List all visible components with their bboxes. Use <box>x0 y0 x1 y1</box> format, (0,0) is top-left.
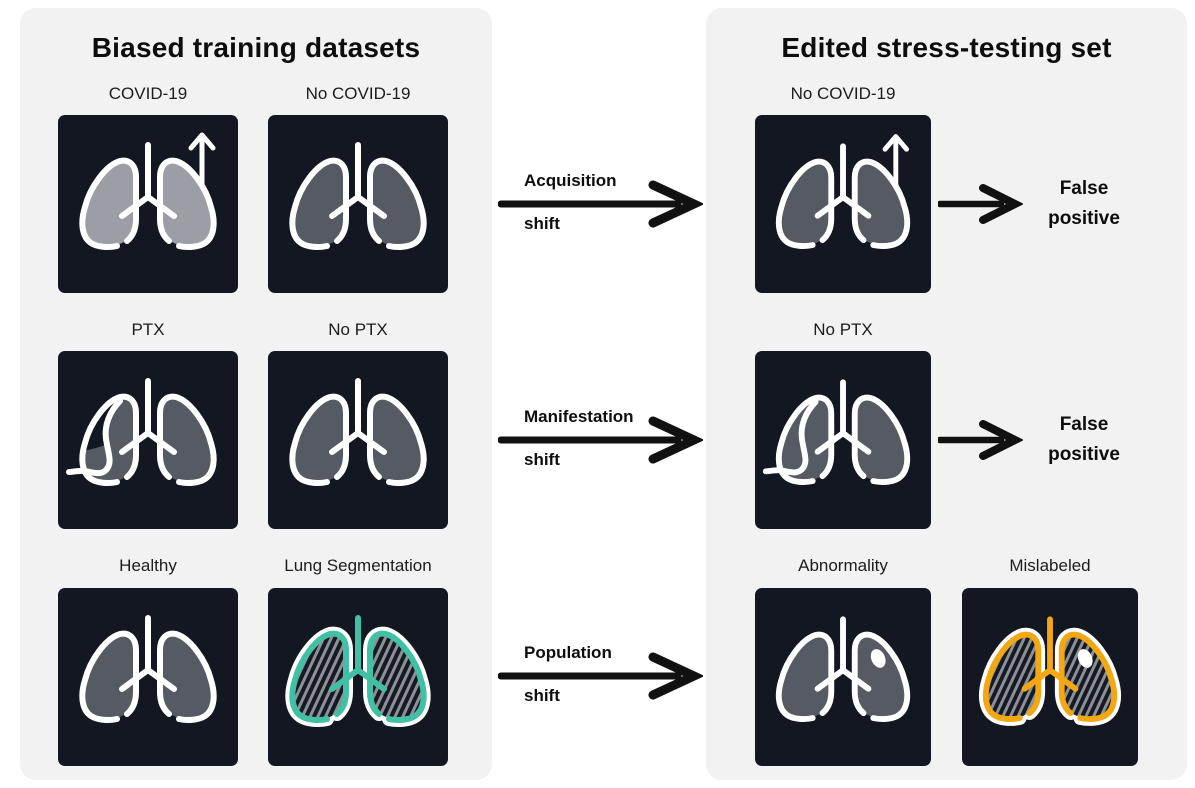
xray-tile-no-ptx <box>268 351 448 529</box>
shift-label-line1: Manifestation <box>524 407 634 426</box>
right-arrow-icon <box>498 652 703 700</box>
tile-label-ptx: PTX <box>131 320 165 339</box>
xray-tile-no-ptx-edited <box>755 351 931 529</box>
xray-tile-abnormality <box>755 588 931 766</box>
outcome-label-false-positive: False positive <box>1048 414 1120 466</box>
shift-label-line2: shift <box>524 450 560 469</box>
tile-label-no-covid19: No COVID-19 <box>305 84 411 103</box>
stress-panel-title: Edited stress-testing set <box>781 32 1112 63</box>
right-arrow-icon <box>938 420 1023 460</box>
shift-label-line2: shift <box>524 214 560 233</box>
xray-tile-no-covid19-edited <box>755 115 931 293</box>
tile-label-healthy: Healthy <box>119 556 177 575</box>
shift-label-line1: Acquisition <box>524 171 617 190</box>
shift-label-line1: Population <box>524 643 612 662</box>
xray-tile-no-covid19 <box>268 115 448 293</box>
shift-label-line2: shift <box>524 686 560 705</box>
tile-label-no-covid19-edited: No COVID-19 <box>790 84 896 103</box>
xray-tile-healthy <box>58 588 238 766</box>
tile-label-mislabeled: Mislabeled <box>1009 556 1091 575</box>
right-arrow-icon <box>938 184 1023 224</box>
tile-label-covid19: COVID-19 <box>108 84 188 103</box>
tile-label-no-ptx-edited: No PTX <box>813 320 873 339</box>
xray-tile-lung-segmentation <box>268 588 448 766</box>
tile-label-abnormality: Abnormality <box>798 556 888 575</box>
right-arrow-icon <box>498 416 703 464</box>
xray-tile-covid19 <box>58 115 238 293</box>
right-arrow-icon <box>498 180 703 228</box>
xray-tile-ptx <box>58 351 238 529</box>
xray-tile-mislabeled <box>962 588 1138 766</box>
tile-label-lung-segmentation: Lung Segmentation <box>284 556 432 575</box>
outcome-label-false-positive: False positive <box>1048 178 1120 230</box>
tile-label-no-ptx: No PTX <box>328 320 388 339</box>
training-panel-title: Biased training datasets <box>91 32 421 63</box>
